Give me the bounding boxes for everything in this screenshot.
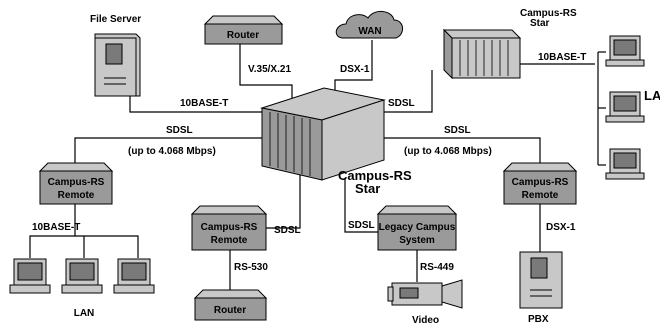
pbx-icon (519, 251, 563, 309)
wire-legacy (344, 178, 378, 233)
wire-remote-mid (266, 175, 301, 229)
legacy-system-icon (376, 205, 458, 251)
remote-left-label-line1: Campus-RS (48, 177, 105, 188)
video-camera-icon (387, 279, 463, 309)
center-star-label-line1: Campus-RS (338, 168, 412, 183)
link-label-rs449: RS-449 (420, 262, 454, 273)
link-label-sdsl-left-rate: (up to 4.068 Mbps) (128, 146, 216, 157)
remote-right-label-line1: Campus-RS (512, 177, 569, 188)
wire-router-top (239, 44, 293, 100)
remote-mid-icon (190, 205, 268, 251)
lan-left-computer-1 (9, 258, 51, 294)
remote-left-icon (38, 162, 114, 205)
link-label-dsx-right: DSX-1 (546, 222, 576, 233)
right-star-label-line1: Campus-RS (520, 8, 577, 19)
wan-label: WAN (358, 26, 381, 37)
wire-right-star (380, 70, 433, 113)
link-label-sdsl-right-star: SDSL (388, 98, 415, 109)
link-label-sdsl-right: SDSL (444, 125, 471, 136)
link-label-tenbase-fs: 10BASE-T (180, 98, 228, 109)
legacy-label-line2: System (399, 235, 435, 246)
pbx-label: PBX (528, 314, 549, 324)
lan-left-label: LAN (74, 308, 95, 319)
lan-right-label: LA (644, 88, 660, 103)
link-label-sdsl-right-rate: (up to 4.068 Mbps) (404, 146, 492, 157)
right-star-label-line2: Star (530, 18, 550, 29)
lan-left-computer-2 (61, 258, 103, 294)
file-server-icon (94, 33, 141, 97)
wire-remote-left (74, 137, 262, 163)
lan-right-computer-2 (605, 91, 645, 123)
remote-right-label-line2: Remote (522, 190, 559, 201)
wan-cloud-icon (335, 11, 403, 39)
link-label-tenbase-right: 10BASE-T (538, 52, 586, 63)
right-star-icon (442, 28, 522, 80)
router-top-label: Router (227, 30, 259, 41)
link-label-sdsl-legacy: SDSL (348, 220, 375, 231)
router-bottom-label: Router (214, 305, 246, 316)
remote-mid-label-line1: Campus-RS (201, 222, 258, 233)
link-label-sdsl-left: SDSL (166, 125, 193, 136)
file-server-label: File Server (90, 14, 141, 25)
router-top-icon (203, 15, 284, 45)
remote-mid-label-line2: Remote (211, 235, 248, 246)
connection-lines (29, 40, 606, 290)
lan-left-computer-3 (113, 258, 155, 294)
router-bottom-icon (193, 289, 268, 321)
wire-wan (334, 40, 373, 92)
lan-right-computer-1 (605, 35, 645, 67)
link-label-tenbase-left: 10BASE-T (32, 222, 80, 233)
wire-remote-right (376, 137, 541, 163)
center-star-label-line2: Star (355, 181, 380, 196)
video-label: Video (412, 315, 439, 324)
legacy-label-line1: Legacy Campus (379, 222, 456, 233)
link-label-rs530: RS-530 (234, 262, 268, 273)
remote-left-label-line2: Remote (58, 190, 95, 201)
center-star-icon (260, 87, 386, 181)
link-label-dsx-top: DSX-1 (340, 64, 370, 75)
lan-right-computer-3 (605, 148, 645, 180)
link-label-sdsl-mid: SDSL (274, 225, 301, 236)
link-label-v35: V.35/X.21 (248, 64, 291, 75)
remote-right-icon (502, 162, 578, 205)
